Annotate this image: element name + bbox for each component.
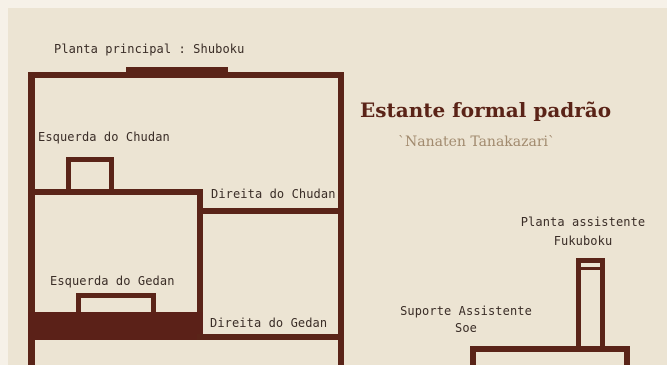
gedan-box-right bbox=[151, 293, 156, 313]
assistant-plant-name: Planta assistente bbox=[520, 215, 646, 229]
diagram-subtitle: `Nanaten Tanakazari` bbox=[398, 134, 556, 150]
gedan-left-label: Esquerda do Gedan bbox=[50, 274, 175, 288]
assistant-support-name: Suporte Assistente bbox=[400, 304, 532, 318]
chudan-box-top bbox=[66, 157, 114, 162]
chudan-right-shelf bbox=[197, 208, 344, 214]
chudan-right-label: Direita do Chudan bbox=[211, 187, 336, 201]
shuboku-base-right bbox=[222, 67, 228, 78]
gedan-left-block bbox=[28, 312, 203, 340]
gedan-box-top bbox=[76, 293, 156, 298]
chudan-left-label: Esquerda do Chudan bbox=[38, 130, 170, 144]
main-shelf bbox=[28, 67, 344, 365]
shuboku-base-top bbox=[126, 67, 228, 72]
assistant-plant-japanese: Fukuboku bbox=[553, 234, 613, 248]
fukuboku-cap-line bbox=[576, 267, 605, 270]
fukuboku-cap-top bbox=[576, 258, 605, 263]
shelf-top-board bbox=[28, 72, 344, 78]
top-border bbox=[0, 0, 667, 8]
shelf-left-wall bbox=[28, 72, 35, 365]
chudan-box-right bbox=[109, 157, 114, 193]
gedan-divider bbox=[197, 208, 203, 312]
diagram-title: Estante formal padrão bbox=[360, 98, 612, 122]
assistant-stand bbox=[470, 258, 630, 365]
chudan-left-shelf bbox=[28, 189, 203, 195]
fukuboku-post-left bbox=[576, 258, 581, 348]
assistant-support-japanese: Soe bbox=[455, 321, 477, 335]
shelf-right-wall bbox=[338, 72, 344, 365]
gedan-box-left bbox=[76, 293, 81, 313]
shuboku-base-left bbox=[126, 67, 132, 78]
main-plant-label: Planta principal : Shuboku bbox=[54, 42, 245, 56]
gedan-right-label: Direita do Gedan bbox=[210, 316, 328, 330]
assistant-plant-label: Planta assistente Fukuboku bbox=[500, 215, 666, 248]
gedan-right-shelf bbox=[197, 334, 344, 340]
left-border bbox=[0, 0, 8, 365]
fukuboku-post-right bbox=[600, 258, 605, 348]
chudan-box-left bbox=[66, 157, 71, 193]
soe-base-right bbox=[624, 346, 630, 365]
chudan-step bbox=[197, 189, 203, 214]
soe-base-left bbox=[470, 346, 476, 365]
assistant-support-label: Suporte Assistente Soe bbox=[392, 304, 540, 335]
soe-base-top bbox=[470, 346, 630, 352]
